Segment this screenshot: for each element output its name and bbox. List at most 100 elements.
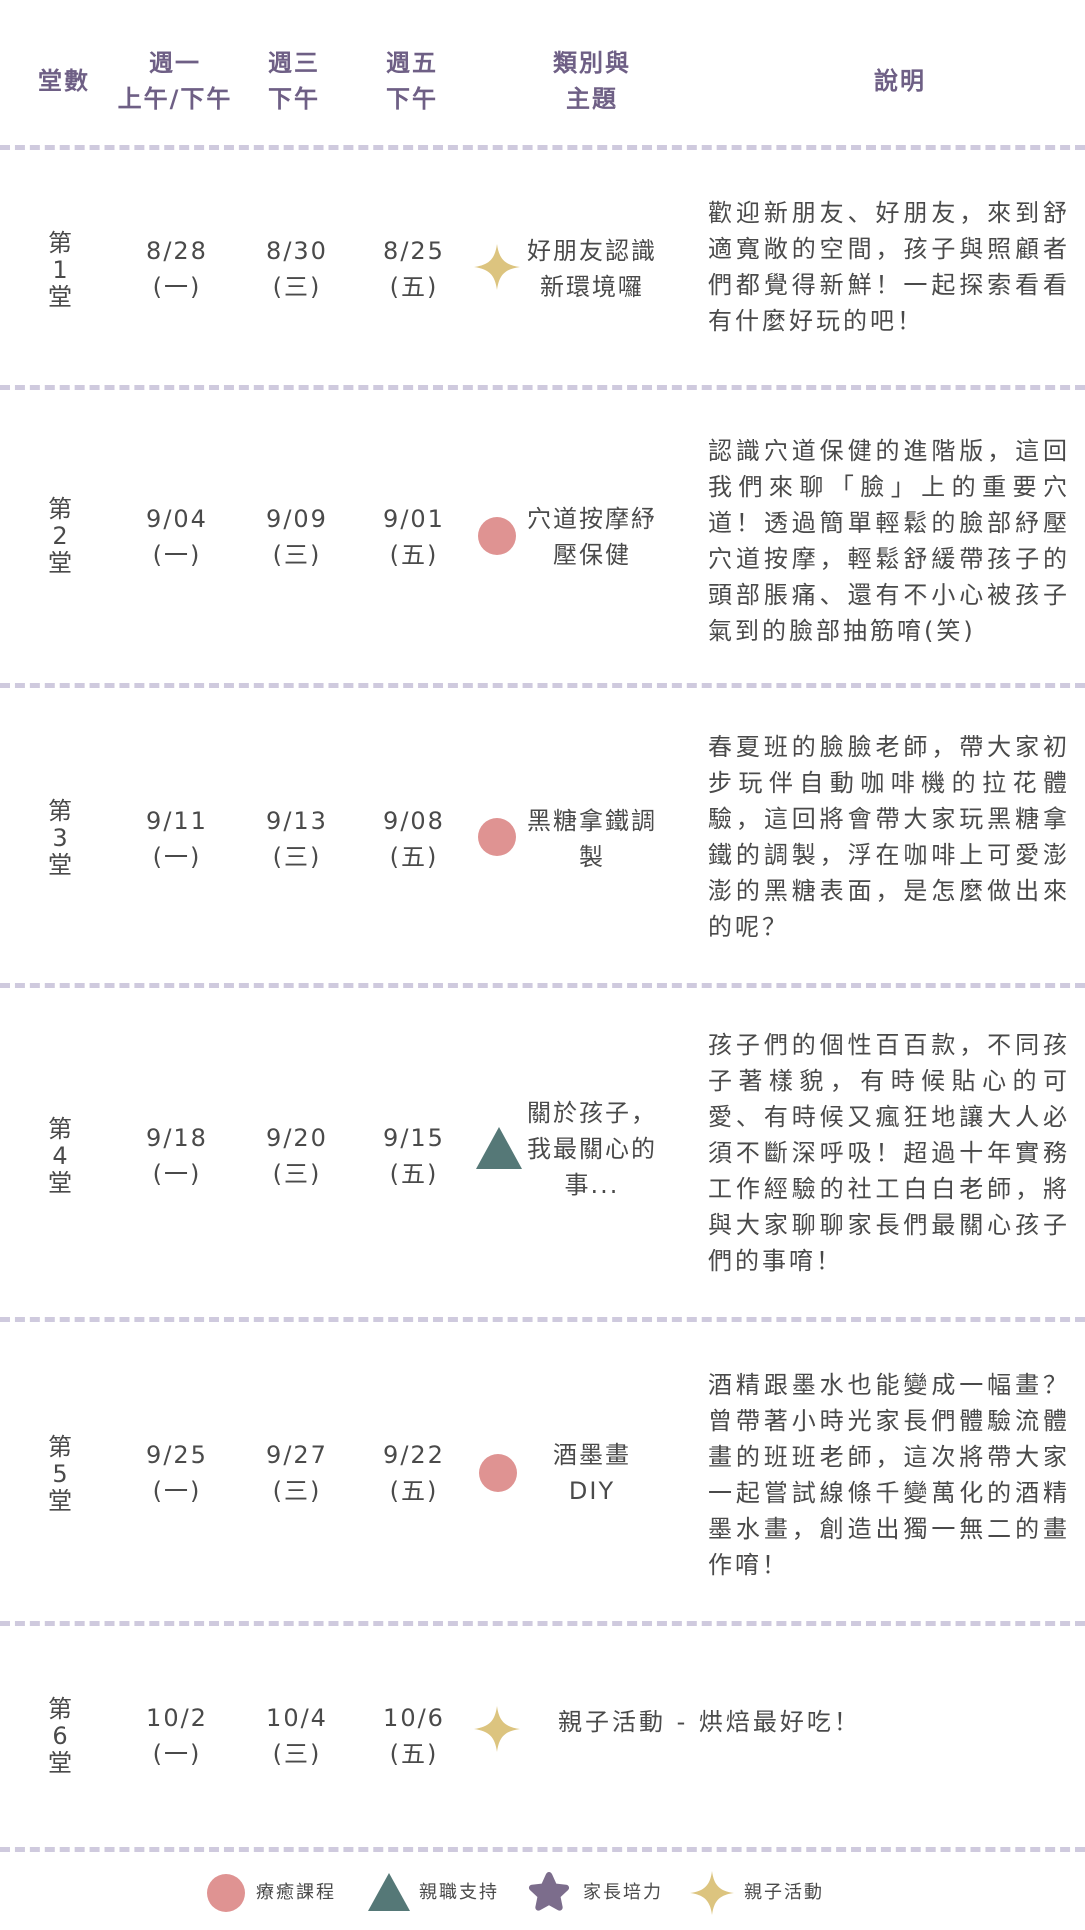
legend-item: 親子活動: [690, 1868, 840, 1918]
row-divider: [0, 983, 1085, 988]
weekday-label: (一): [152, 541, 202, 569]
friday-date: 10/6 (五): [355, 1700, 473, 1772]
lesson-suffix: 堂: [48, 283, 72, 311]
header-category: 類別與 主題: [521, 45, 663, 117]
header-friday-time: 下午: [386, 85, 438, 113]
legend-label: 家長培力: [583, 1882, 663, 1903]
header-wednesday: 週三 下午: [244, 45, 344, 117]
date-value: 10/4: [266, 1704, 328, 1732]
row-divider: [0, 1621, 1085, 1626]
date-value: 8/25: [383, 237, 445, 265]
category-theme: 好朋友認識新環境囉: [527, 237, 657, 301]
date-value: 9/04: [146, 505, 208, 533]
header-monday-day: 週一: [149, 49, 201, 77]
monday-date: 9/11(一): [118, 803, 236, 875]
legend: 療癒課程 親職支持 家長培力 親子活動: [0, 1868, 1085, 1918]
lesson-suffix: 堂: [48, 1749, 72, 1777]
row-divider: [0, 385, 1085, 390]
lesson-prefix: 第: [48, 1695, 72, 1723]
four-point-star-icon: [474, 1706, 520, 1752]
legend-item: 家長培力: [527, 1868, 677, 1918]
wednesday-date: 9/20(三): [238, 1120, 356, 1192]
weekday-label: (三): [272, 1477, 322, 1505]
header-friday-day: 週五: [386, 49, 438, 77]
friday-date: 9/15 (五): [355, 1120, 473, 1192]
circle-icon: [479, 1454, 517, 1492]
lesson-digit: 6: [52, 1722, 68, 1750]
triangle-icon: [368, 1873, 410, 1911]
date-value: 9/08: [383, 807, 445, 835]
lesson-number: 第 6 堂: [40, 1696, 80, 1777]
header-monday-time: 上午/下午: [117, 85, 233, 113]
row-divider: [0, 145, 1085, 150]
monday-date: 9/18(一): [118, 1120, 236, 1192]
description-text: 歡迎新朋友、好朋友，來到舒適寬敞的空間，孩子與照顧者們都覺得新鮮！一起探索看看有…: [708, 199, 1070, 335]
lesson-number: 第 4 堂: [40, 1116, 80, 1197]
weekday-label: (一): [152, 1477, 202, 1505]
lesson-number: 第 2 堂: [40, 496, 80, 577]
monday-date: 10/2(一): [118, 1700, 236, 1772]
four-point-star-icon: [690, 1871, 734, 1915]
lesson-prefix: 第: [48, 229, 72, 257]
star-icon: [528, 1872, 570, 1911]
circle-icon: [478, 517, 516, 555]
schedule-row: 第 1 堂 8/28(一) 8/30(三) 8/25(五) 好朋友認識新環境囉 …: [0, 148, 1085, 385]
lesson-prefix: 第: [48, 797, 72, 825]
wednesday-date: 8/30(三): [238, 233, 356, 305]
weekday-label: (三): [272, 843, 322, 871]
category-theme: 親子活動 - 烘焙最好吃！: [558, 1708, 861, 1736]
description-text: 酒精跟墨水也能變成一幅畫？曾帶著小時光家長們體驗流體畫的班班老師，這次將帶大家一…: [708, 1371, 1070, 1579]
header-friday: 週五 下午: [362, 45, 462, 117]
weekday-label: (五): [389, 541, 439, 569]
lesson-suffix: 堂: [48, 549, 72, 577]
lesson-digit: 4: [52, 1142, 68, 1170]
date-value: 9/27: [266, 1441, 328, 1469]
row-divider: [0, 1847, 1085, 1852]
header-lesson: 堂數: [38, 67, 90, 95]
description-text: 認識穴道保健的進階版，這回我們來聊「臉」上的重要穴道！透過簡單輕鬆的臉部紓壓穴道…: [708, 437, 1070, 645]
date-value: 9/09: [266, 505, 328, 533]
lesson-prefix: 第: [48, 1433, 72, 1461]
lesson-suffix: 堂: [48, 851, 72, 879]
weekday-label: (三): [272, 1740, 322, 1768]
weekday-label: (五): [389, 1160, 439, 1188]
category-theme: 黑糖拿鐵調製: [527, 807, 657, 871]
description-text: 孩子們的個性百百款，不同孩子著樣貌，有時候貼心的可愛、有時候又瘋狂地讓大人必須不…: [708, 1031, 1070, 1275]
row-divider: [0, 1317, 1085, 1322]
weekday-label: (五): [389, 1740, 439, 1768]
lesson-digit: 1: [52, 256, 68, 284]
four-point-star-icon: [474, 244, 520, 290]
monday-date: 8/28(一): [118, 233, 236, 305]
date-value: 9/13: [266, 807, 328, 835]
friday-date: 9/22(五): [355, 1437, 473, 1509]
friday-date: 9/08 (五): [355, 803, 473, 875]
friday-date: 9/01(五): [355, 501, 473, 573]
header-category-line1: 類別與: [553, 49, 631, 77]
legend-label: 療癒課程: [256, 1882, 336, 1903]
lesson-number: 第 5 堂: [40, 1434, 80, 1515]
category-theme: 穴道按摩紓壓保健: [527, 505, 657, 569]
weekday-label: (五): [389, 843, 439, 871]
header-category-line2: 主題: [566, 85, 618, 113]
date-value: 9/15: [383, 1124, 445, 1152]
weekday-label: (一): [152, 273, 202, 301]
category-theme: 酒墨畫DIY: [553, 1441, 631, 1505]
lesson-digit: 5: [52, 1460, 68, 1488]
header-wednesday-day: 週三: [268, 49, 320, 77]
weekday-label: (一): [152, 843, 202, 871]
weekday-label: (五): [389, 273, 439, 301]
date-value: 8/30: [266, 237, 328, 265]
date-value: 9/22: [383, 1441, 445, 1469]
date-value: 10/6: [383, 1704, 445, 1732]
date-value: 9/25: [146, 1441, 208, 1469]
schedule-row: 第 4 堂 9/18(一) 9/20(三) 9/15(五) 關於孩子，我最關心的…: [0, 986, 1085, 1317]
wednesday-date: 10/4 (三): [238, 1700, 356, 1772]
wednesday-date: 9/27 (三): [238, 1437, 356, 1509]
legend-label: 親子活動: [744, 1882, 824, 1903]
circle-icon: [478, 818, 516, 856]
row-divider: [0, 683, 1085, 688]
date-value: 9/18: [146, 1124, 208, 1152]
lesson-number: 第 3 堂: [40, 798, 80, 879]
lesson-prefix: 第: [48, 1115, 72, 1143]
schedule-row: 第 2 堂 9/04(一) 9/09(三) 9/01(五) 穴道按摩紓壓保健 認…: [0, 388, 1085, 683]
